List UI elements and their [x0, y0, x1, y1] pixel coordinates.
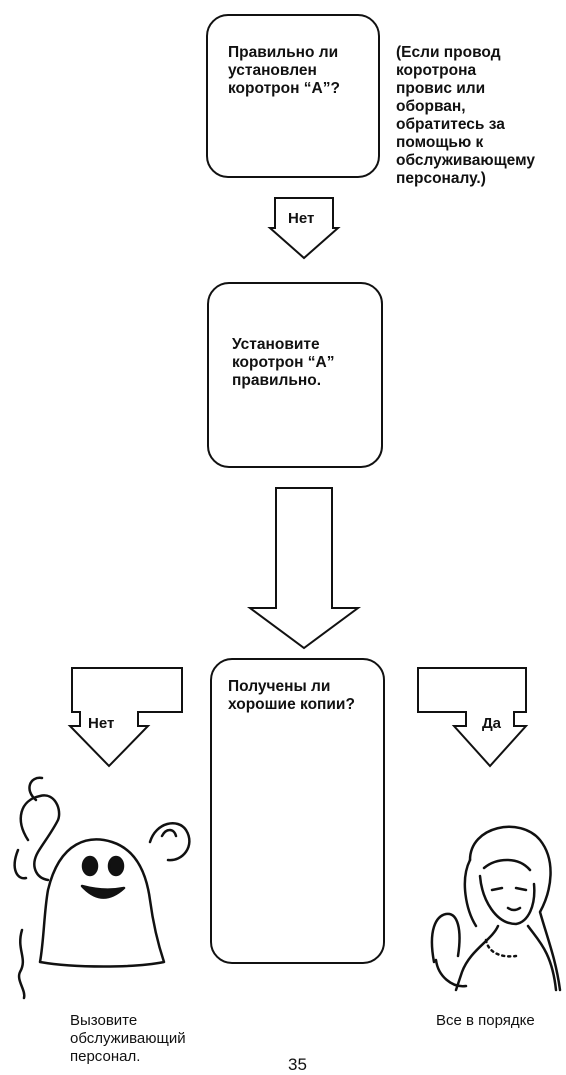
no-label: Нет — [88, 715, 115, 732]
yes-label: Да — [482, 715, 502, 732]
arrow-yes-right — [417, 667, 529, 768]
action-box — [207, 282, 383, 468]
note-text: (Если провод коротрона провис или оборва… — [396, 44, 535, 187]
page-number: 35 — [288, 1055, 307, 1074]
arrow-down-2 — [246, 487, 362, 650]
yes-caption: Все в порядке — [436, 1012, 535, 1029]
question-1-text: Правильно ли установлен коротрон “А”? — [228, 44, 340, 97]
no-caption: Вызовите обслуживающий персонал. — [70, 1012, 186, 1065]
action-text: Установите коротрон “А” правильно. — [232, 336, 335, 389]
arrow-no-1 — [267, 197, 341, 260]
question-box-2 — [210, 658, 385, 964]
question-2-text: Получены ли хорошие копии? — [228, 678, 355, 713]
woman-icon — [430, 825, 562, 992]
arrow-no-left — [67, 667, 183, 768]
arrow-1-label: Нет — [288, 210, 315, 227]
question-box-1 — [206, 14, 380, 178]
telephone-icon — [13, 776, 191, 1000]
